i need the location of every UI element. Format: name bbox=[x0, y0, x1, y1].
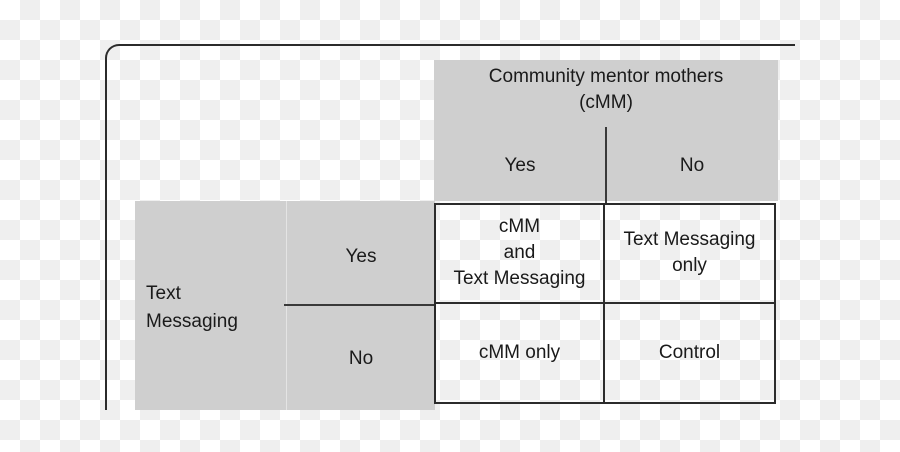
column-header-title: Community mentor mothers (cMM) bbox=[488, 66, 724, 113]
cell-textmessaging-no-cmm-yes: cMM only bbox=[436, 303, 605, 402]
cell-textmessaging-yes-cmm-no: Text Messaging only bbox=[605, 205, 774, 304]
row-header-title: Text Messaging bbox=[146, 283, 238, 332]
cell-textmessaging-no-cmm-no: Control bbox=[658, 341, 721, 363]
column-header-divider bbox=[605, 127, 607, 203]
row-level-yes-label: Yes bbox=[345, 246, 377, 267]
row-level-no-label: No bbox=[348, 348, 374, 369]
design-cells-grid: cMM and Text Messaging Text Messaging on… bbox=[434, 203, 776, 404]
column-level-yes-label: Yes bbox=[504, 155, 536, 176]
column-level-no-label: No bbox=[679, 155, 705, 176]
cell-textmessaging-yes-cmm-yes: cMM and Text Messaging bbox=[436, 205, 605, 304]
row-header-horizontal-divider bbox=[284, 304, 435, 306]
